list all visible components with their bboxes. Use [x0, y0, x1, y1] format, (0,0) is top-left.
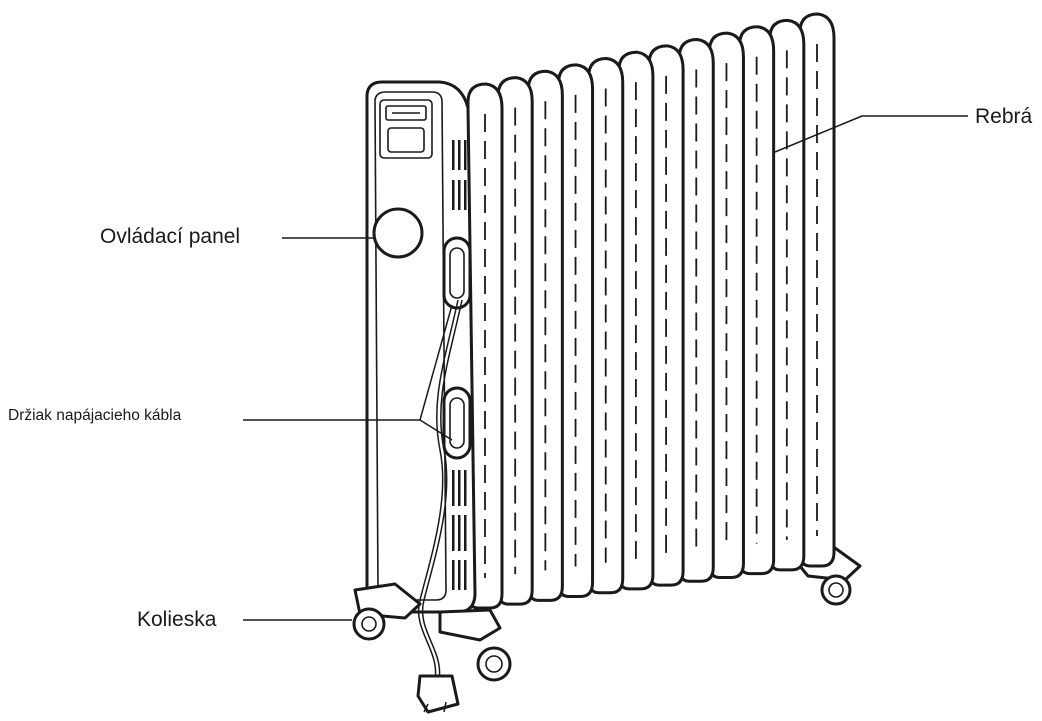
top-control-box [379, 99, 433, 159]
radiator-fin [496, 76, 534, 606]
label-cable-holder: Držiak napájacieho kábla [8, 407, 182, 424]
leader-cable-holder-lower [419, 419, 453, 441]
power-cord [416, 299, 463, 714]
radiator-fin [738, 25, 776, 576]
radiator-fin [707, 31, 745, 579]
leader-lines [243, 115, 968, 621]
radiator-fin [798, 12, 836, 568]
radiator-fin [677, 37, 715, 583]
radiator-fin [617, 50, 655, 591]
radiator-fin [768, 18, 806, 572]
label-fins: Rebrá [975, 105, 1033, 128]
radiator-fin [557, 63, 595, 599]
radiator-fins [466, 12, 836, 610]
front-panel [365, 80, 477, 614]
radiator-fin [647, 44, 685, 587]
label-control-panel: Ovládací panel [100, 225, 241, 248]
vent-slots [452, 140, 467, 590]
radiator-fin [587, 57, 625, 595]
cable-holder-upper [442, 236, 472, 310]
label-wheels: Kolieska [137, 608, 217, 631]
front-foot [352, 582, 512, 682]
control-knob [372, 207, 424, 259]
power-plug [416, 674, 460, 714]
radiator-fin [526, 69, 564, 602]
leader-cable-holder-upper [419, 304, 453, 421]
cable-holder-lower [442, 386, 472, 460]
